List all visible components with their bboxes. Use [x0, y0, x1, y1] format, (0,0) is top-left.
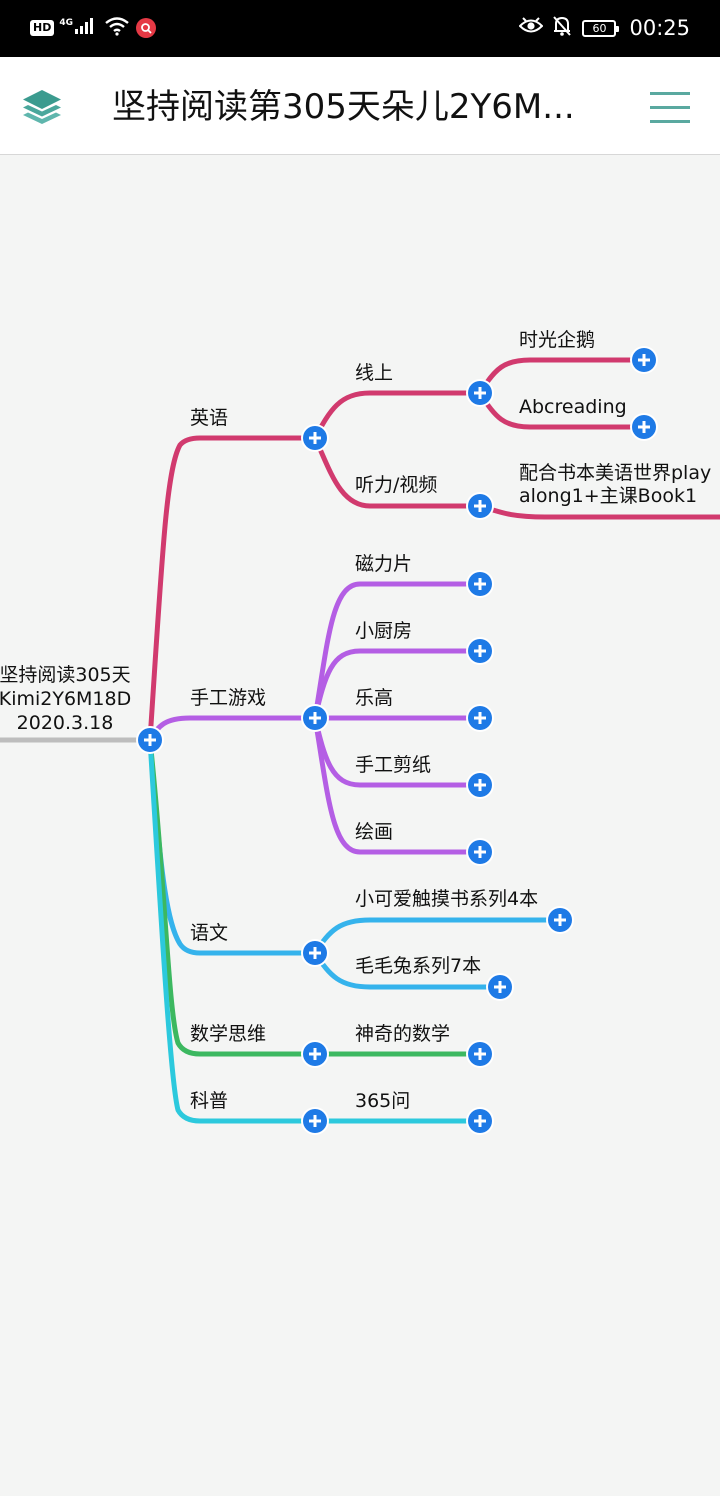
node-rabbit-books[interactable]: 毛毛兔系列7本: [355, 955, 482, 977]
expand-lego-icon[interactable]: [468, 706, 492, 730]
node-english-online[interactable]: 线上: [355, 362, 394, 384]
expand-root-icon[interactable]: [138, 728, 162, 752]
node-magic-math[interactable]: 神奇的数学: [355, 1023, 451, 1045]
expand-chinese-icon[interactable]: [303, 941, 327, 965]
eye-icon: [519, 16, 544, 40]
node-chinese[interactable]: 语文: [190, 922, 229, 944]
expand-touch-books-icon[interactable]: [548, 908, 572, 932]
hd-badge: HD: [30, 20, 55, 36]
bell-off-icon: [552, 15, 572, 41]
node-penguin[interactable]: 时光企鹅: [519, 329, 596, 351]
crafts-connectors: [147, 581, 483, 855]
expand-listening-icon[interactable]: [468, 494, 492, 518]
root-title: 坚持阅读305天: [0, 664, 131, 686]
root-date: 2020.3.18: [16, 712, 114, 734]
node-touch-books[interactable]: 小可爱触摸书系列4本: [355, 888, 539, 910]
battery-level: 60: [592, 21, 607, 35]
node-abcreading[interactable]: Abcreading: [519, 396, 627, 418]
node-magnetic-tiles[interactable]: 磁力片: [355, 553, 413, 575]
node-drawing[interactable]: 绘画: [355, 821, 394, 843]
expand-science-icon[interactable]: [303, 1109, 327, 1133]
expand-english-icon[interactable]: [303, 426, 327, 450]
node-playalong-line2: along1+主课Book1: [519, 485, 698, 507]
node-crafts[interactable]: 手工游戏: [190, 687, 267, 709]
expand-magic-math-icon[interactable]: [468, 1042, 492, 1066]
status-right: 60 00:25: [519, 13, 690, 43]
expand-drawing-icon[interactable]: [468, 840, 492, 864]
node-english-listening[interactable]: 听力/视频: [355, 474, 438, 496]
expand-papercut-icon[interactable]: [468, 773, 492, 797]
mindmap-connectors: [0, 357, 720, 1124]
page-title: 坚持阅读第305天朵儿2Y6M...: [112, 87, 575, 127]
math-connectors: [147, 737, 483, 1057]
node-science[interactable]: 科普: [190, 1090, 229, 1112]
mindmap-canvas[interactable]: 坚持阅读305天 Kimi2Y6M18D 2020.3.18 英语 手工游戏 语…: [0, 155, 720, 1496]
node-playalong[interactable]: 配合书本美语世界play along1+主课Book1: [519, 462, 711, 508]
layers-icon[interactable]: [20, 85, 64, 129]
wifi-icon: [104, 16, 130, 40]
signal-icon: [74, 17, 96, 39]
science-connectors: [147, 737, 483, 1124]
root-subtitle: Kimi2Y6M18D: [0, 688, 132, 710]
app-notification-icon: [136, 18, 156, 38]
expand-crafts-icon[interactable]: [303, 706, 327, 730]
app-header: 坚持阅读第305天朵儿2Y6M...: [0, 57, 720, 155]
status-left: HD 4G: [30, 13, 156, 43]
node-papercut[interactable]: 手工剪纸: [355, 754, 432, 776]
expand-math-icon[interactable]: [303, 1042, 327, 1066]
clock: 00:25: [629, 16, 690, 40]
chinese-connectors: [147, 737, 563, 990]
node-365-questions[interactable]: 365问: [355, 1090, 411, 1112]
node-playalong-line1: 配合书本美语世界play: [519, 462, 712, 484]
root-node[interactable]: 坚持阅读305天 Kimi2Y6M18D 2020.3.18: [0, 663, 140, 735]
expand-online-icon[interactable]: [468, 381, 492, 405]
expand-abcreading-icon[interactable]: [632, 415, 656, 439]
hamburger-menu-icon[interactable]: [646, 87, 694, 127]
battery-icon: 60: [582, 19, 620, 37]
node-math[interactable]: 数学思维: [190, 1023, 267, 1045]
expand-magnetic-tiles-icon[interactable]: [468, 572, 492, 596]
status-bar: HD 4G: [0, 0, 720, 57]
network-type: 4G: [59, 18, 73, 28]
expand-rabbit-books-icon[interactable]: [488, 975, 512, 999]
expand-penguin-icon[interactable]: [632, 348, 656, 372]
node-lego[interactable]: 乐高: [355, 687, 394, 709]
node-kitchen[interactable]: 小厨房: [355, 620, 413, 642]
expand-kitchen-icon[interactable]: [468, 639, 492, 663]
expand-365-questions-icon[interactable]: [468, 1109, 492, 1133]
node-english[interactable]: 英语: [190, 407, 229, 429]
english-connectors: [147, 357, 720, 743]
